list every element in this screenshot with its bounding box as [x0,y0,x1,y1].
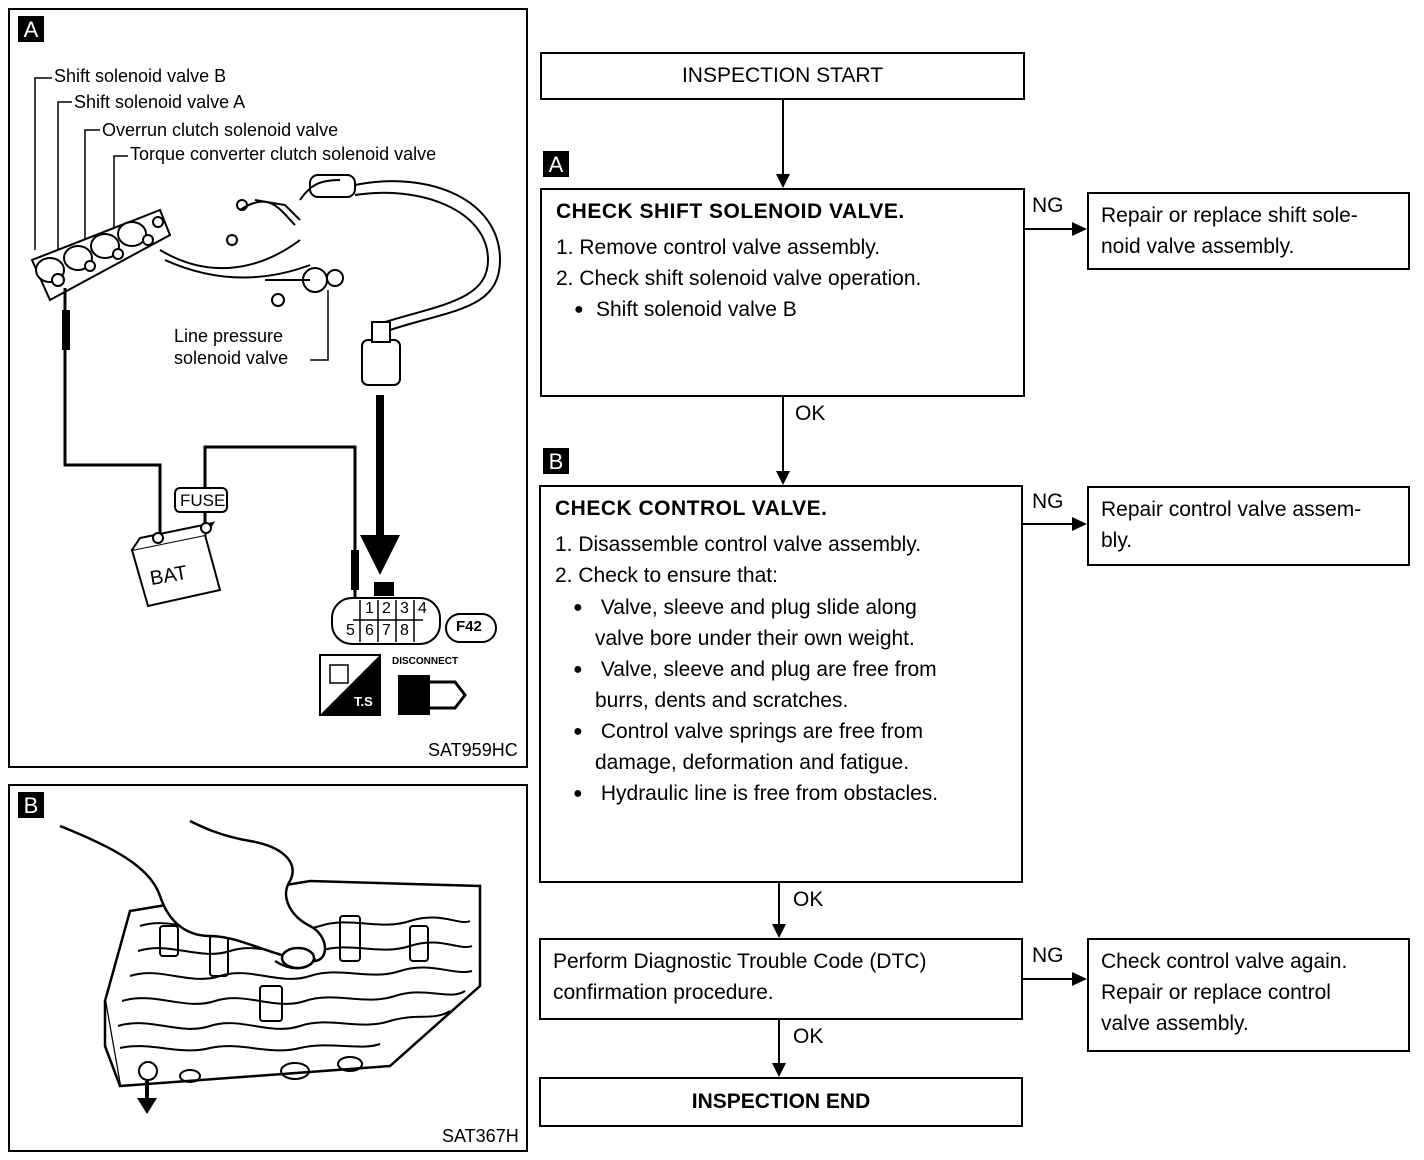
step-a-line-1: 1. Remove control valve assembly. [556,236,881,259]
step-b-title: CHECK CONTROL VALVE. [555,497,828,520]
figure-a-code: SAT959HC [428,740,518,760]
figure-b-code: SAT367H [442,1126,519,1146]
step-b-tag: B [543,448,569,474]
step-b-bullet-1: Valve, sleeve and plug slide along valve… [555,592,1007,654]
step-a-bullet-1: Shift solenoid valve B [556,294,1009,325]
dtc-confirmation-box: Perform Diagnostic Trouble Code (DTC) co… [539,938,1023,1020]
step-c-ng-label: NG [1032,944,1064,967]
label-shift-solenoid-a: Shift solenoid valve A [74,92,246,112]
connector-pin-6: 6 [365,622,374,639]
step-b-ng-action-line-2: bly. [1101,529,1133,552]
step-b-bullet-3: Control valve springs are free from dama… [555,716,1007,778]
label-torque-converter-solenoid: Torque converter clutch solenoid valve [130,144,437,164]
label-disconnect: DISCONNECT [392,656,459,667]
label-shift-solenoid-b: Shift solenoid valve B [54,66,227,86]
step-b-ng-action-box: Repair control valve assem- bly. [1087,486,1410,566]
label-line-pressure-2: solenoid valve [174,348,289,368]
step-a-ng-action-line-2: noid valve assembly. [1101,235,1295,258]
figure-b-tag: B [18,792,44,818]
step-c-ng-action-line-2: Repair or replace control [1101,981,1331,1004]
step-a-ok-label: OK [795,402,826,425]
inspection-end-box: INSPECTION END [539,1077,1023,1127]
step-a-ng-action-line-1: Repair or replace shift sole- [1101,204,1358,227]
step-a-ng-action-box: Repair or replace shift sole- noid valve… [1087,192,1410,270]
step-a-line-2: 2. Check shift solenoid valve operation. [556,267,922,290]
connector-pin-1: 1 [365,600,374,617]
connector-pin-4: 4 [418,600,427,617]
connector-id-f42: F42 [456,618,482,635]
control-valve-illustration [59,819,482,1114]
step-c-line-1: Perform Diagnostic Trouble Code (DTC) [553,950,927,973]
figure-a-tag: A [18,16,44,42]
step-c-ng-action-line-1: Check control valve again. [1101,950,1348,973]
label-line-pressure-1: Line pressure [174,326,284,346]
step-a-tag: A [543,151,569,177]
step-c-ng-action-box: Check control valve again. Repair or rep… [1087,938,1410,1052]
label-ts: T.S [354,694,373,709]
figure-b-panel: B [8,784,528,1152]
step-b-bullet-2: Valve, sleeve and plug are free from bur… [555,654,1007,716]
step-c-line-2: confirmation procedure. [553,981,774,1004]
step-b-bullet-4: Hydraulic line is free from obstacles. [555,778,1007,809]
inspection-end-label: INSPECTION END [691,1090,871,1113]
step-b-ng-label: NG [1032,490,1064,513]
connector-pin-3: 3 [400,600,409,617]
check-shift-solenoid-box: CHECK SHIFT SOLENOID VALVE. 1. Remove co… [540,188,1025,397]
step-c-ok-label: OK [793,1025,824,1048]
step-b-ng-action-line-1: Repair control valve assem- [1101,498,1362,521]
step-a-ng-label: NG [1032,194,1064,217]
connector-pin-7: 7 [382,622,391,639]
figure-a-panel: A [8,8,528,768]
step-c-ng-action-line-3: valve assembly. [1101,1012,1249,1035]
connector-pin-5: 5 [346,622,355,639]
check-control-valve-box: CHECK CONTROL VALVE. 1. Disassemble cont… [539,485,1023,883]
step-b-line-2: 2. Check to ensure that: [555,564,778,587]
label-overrun-clutch-solenoid: Overrun clutch solenoid valve [102,120,339,140]
label-fuse: FUSE [180,491,226,510]
step-b-line-1: 1. Disassemble control valve assembly. [555,533,922,556]
step-a-title: CHECK SHIFT SOLENOID VALVE. [556,200,905,223]
connector-pin-2: 2 [382,600,391,617]
inspection-start-label: INSPECTION START [681,64,884,87]
step-b-ok-label: OK [793,888,824,911]
solenoid-harness-illustration [30,77,502,716]
inspection-start-box: INSPECTION START [540,52,1025,100]
connector-pin-8: 8 [400,622,409,639]
